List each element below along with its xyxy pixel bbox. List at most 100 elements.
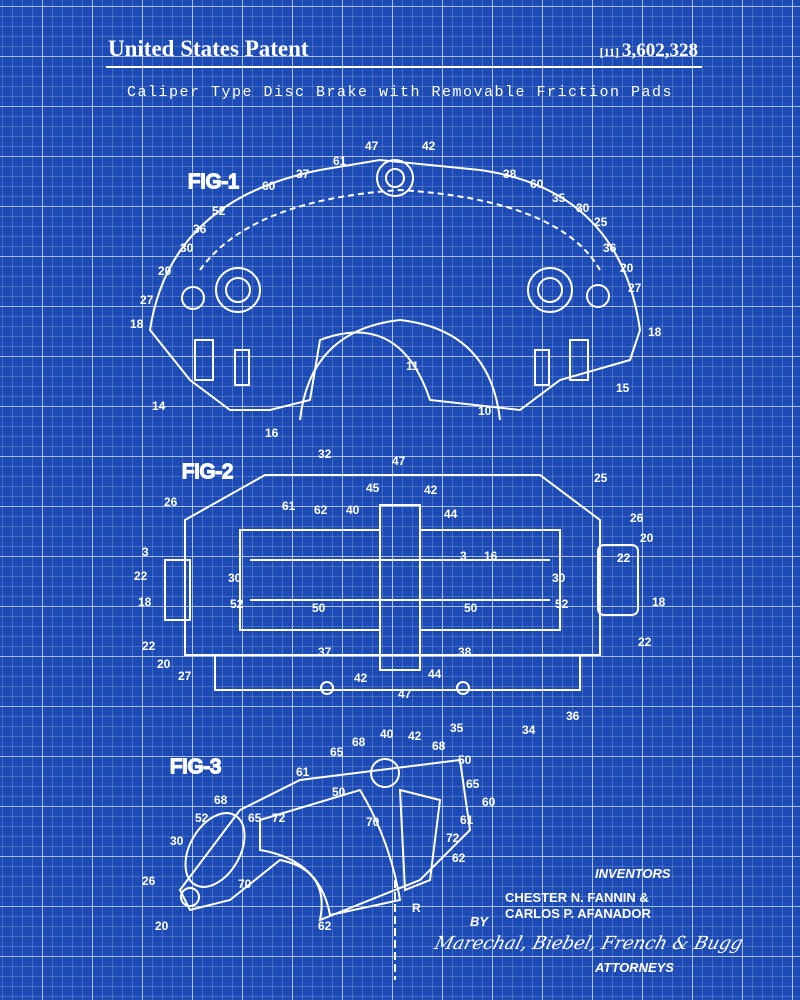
reference-numeral: 52 <box>212 204 226 218</box>
reference-numeral: 60 <box>530 177 544 191</box>
reference-numeral: 61 <box>296 765 310 779</box>
reference-numeral: 62 <box>452 851 466 865</box>
reference-numeral: 18 <box>138 595 152 609</box>
inventor-line-1: CHESTER N. FANNIN & <box>505 890 649 905</box>
reference-numeral: 50 <box>332 785 346 799</box>
reference-numeral: 62 <box>314 503 328 517</box>
reference-numeral: 27 <box>628 281 642 295</box>
inventors-heading: INVENTORS <box>595 866 671 881</box>
reference-numeral: 26 <box>164 495 178 509</box>
patent-number-value: 3,602,328 <box>622 40 698 61</box>
reference-numeral: 52 <box>555 597 569 611</box>
reference-numeral: 52 <box>195 811 209 825</box>
reference-numeral: 25 <box>594 215 608 229</box>
reference-numeral: 68 <box>352 735 366 749</box>
reference-numeral: 3 <box>142 545 149 559</box>
reference-numeral: 22 <box>638 635 652 649</box>
figure-2-section <box>164 474 639 695</box>
reference-numeral: 52 <box>230 597 244 611</box>
invention-subtitle: Caliper Type Disc Brake with Removable F… <box>126 84 674 101</box>
reference-numeral: 26 <box>630 511 644 525</box>
reference-numeral: 30 <box>170 834 184 848</box>
reference-numeral: 16 <box>265 426 279 440</box>
reference-numeral: 42 <box>354 671 368 685</box>
reference-numeral: 27 <box>140 293 154 307</box>
patent-number-prefix: [11] <box>599 45 619 59</box>
figure-3-pad-detail <box>178 758 472 980</box>
reference-numeral: 16 <box>484 549 498 563</box>
reference-numeral: 70 <box>366 815 380 829</box>
reference-numeral: 50 <box>458 753 472 767</box>
reference-numeral: 22 <box>142 639 156 653</box>
reference-numeral: 20 <box>155 919 169 933</box>
reference-numeral: 37 <box>296 167 310 181</box>
reference-numeral: 27 <box>178 669 192 683</box>
reference-numeral: 26 <box>142 874 156 888</box>
reference-numeral: 3 <box>460 549 467 563</box>
reference-numeral: 36 <box>603 241 617 255</box>
reference-numeral: 34 <box>522 723 536 737</box>
reference-numeral: 40 <box>380 727 394 741</box>
reference-numeral: 72 <box>272 811 286 825</box>
reference-numeral: 62 <box>318 919 332 933</box>
reference-numeral: 18 <box>130 317 144 331</box>
reference-numeral: 47 <box>392 454 406 468</box>
fig-1-label: FIG-1 <box>188 171 239 193</box>
reference-numeral: 30 <box>552 571 566 585</box>
reference-numeral: 36 <box>193 222 207 236</box>
reference-numeral: 42 <box>408 729 422 743</box>
reference-numeral: 37 <box>318 645 332 659</box>
reference-numeral: 68 <box>432 739 446 753</box>
reference-numeral: 61 <box>460 813 474 827</box>
inventor-line-2: CARLOS P. AFANADOR <box>505 906 651 921</box>
reference-numeral: 47 <box>365 139 379 153</box>
reference-numeral: 68 <box>214 793 228 807</box>
reference-numeral: 65 <box>248 811 262 825</box>
reference-numeral: 20 <box>640 531 654 545</box>
reference-numeral: 44 <box>444 507 458 521</box>
reference-numeral: 60 <box>482 795 496 809</box>
reference-numeral: 10 <box>478 404 492 418</box>
reference-numeral: 22 <box>617 551 631 565</box>
reference-numeral: 50 <box>464 601 478 615</box>
reference-numeral: 18 <box>652 595 666 609</box>
reference-numeral: 70 <box>238 877 252 891</box>
figure-1-caliper <box>148 158 642 421</box>
reference-numeral: 42 <box>424 483 438 497</box>
reference-numeral: 42 <box>422 139 436 153</box>
reference-numeral: 60 <box>262 179 276 193</box>
reference-numeral: 50 <box>312 601 326 615</box>
attorneys-label: ATTORNEYS <box>595 960 674 975</box>
reference-numeral: 15 <box>616 381 630 395</box>
reference-numeral: 38 <box>503 167 517 181</box>
reference-numeral: 22 <box>134 569 148 583</box>
patent-number: [11]3,602,328 <box>600 40 698 62</box>
reference-numeral: 20 <box>620 261 634 275</box>
reference-numeral: 38 <box>458 645 472 659</box>
reference-numeral: 61 <box>282 499 296 513</box>
attorney-signature: Marechal, Biebel, French & Bugg <box>432 933 746 954</box>
reference-numeral: 36 <box>566 709 580 723</box>
reference-numeral: 11 <box>406 359 419 373</box>
fig-3-label: FIG-3 <box>170 756 221 778</box>
reference-numeral: 14 <box>152 399 166 413</box>
reference-numeral: 35 <box>552 191 566 205</box>
reference-numeral: 30 <box>228 571 242 585</box>
reference-numeral: 30 <box>180 241 194 255</box>
reference-numeral: 32 <box>318 447 332 461</box>
reference-numeral: 20 <box>158 264 172 278</box>
reference-numeral: 72 <box>446 831 460 845</box>
reference-numeral: 35 <box>450 721 464 735</box>
by-label: BY <box>470 914 489 929</box>
fig-2-label: FIG-2 <box>182 461 233 483</box>
reference-numeral: 44 <box>428 667 442 681</box>
reference-numeral: 18 <box>648 325 662 339</box>
reference-numeral: 30 <box>576 201 590 215</box>
patent-title: United States Patent <box>108 36 309 61</box>
reference-numeral: 20 <box>157 657 171 671</box>
reference-numeral: 65 <box>330 745 344 759</box>
reference-numeral: 65 <box>466 777 480 791</box>
reference-numeral: R <box>412 901 421 915</box>
